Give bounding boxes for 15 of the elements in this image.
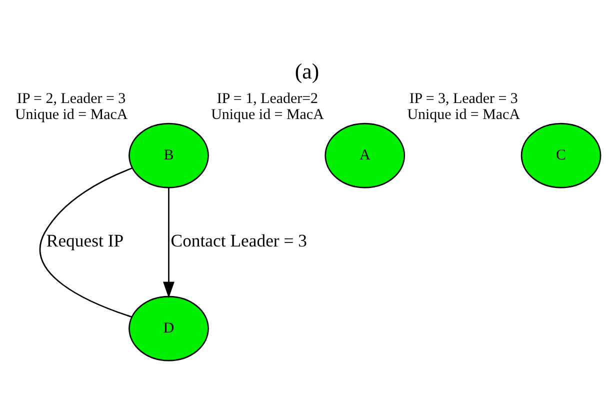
node-label: Unique id = MacA [211, 106, 324, 123]
node-ellipse: D [128, 295, 209, 361]
node-label: Unique id = MacA [407, 106, 520, 123]
edge-label: Contact Leader = 3 [170, 230, 307, 250]
node-ellipse: A [324, 122, 406, 188]
node-label: IP = 3, Leader = 3 [409, 90, 518, 106]
caption: (a) [294, 58, 320, 83]
arrow [163, 187, 174, 298]
node-label: IP = 1, Leader=2 [216, 90, 318, 106]
node-label: Unique id = MacA [14, 106, 128, 123]
connector [40, 166, 132, 318]
node-label: IP = 2, Leader = 3 [17, 90, 126, 106]
node-ellipse: C [520, 122, 602, 188]
node-ellipse: B [128, 122, 209, 188]
edge-label: Request IP [46, 230, 124, 250]
